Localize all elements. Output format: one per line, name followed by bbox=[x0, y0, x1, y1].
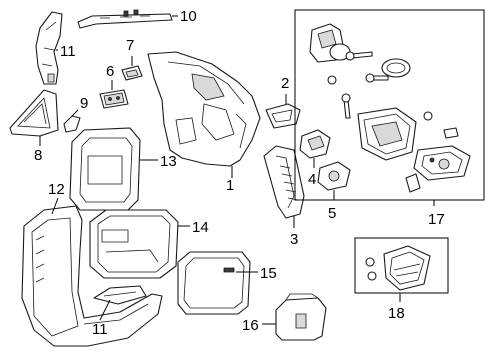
callout-5: 5 bbox=[328, 205, 336, 222]
part-11-pillar-trim: 11 bbox=[35, 11, 76, 85]
part-13-bezel: 13 bbox=[69, 127, 177, 211]
part-15-access-door: 15 bbox=[177, 251, 277, 315]
part-16-case: 16 bbox=[242, 293, 327, 341]
part-10-upper-trim: 10 bbox=[77, 8, 197, 29]
part-8-quarter-trim: 8 bbox=[9, 89, 59, 164]
callout-9: 9 bbox=[80, 95, 88, 112]
part-14-storage-panel: 14 bbox=[89, 209, 209, 279]
callout-14: 14 bbox=[192, 219, 209, 236]
callout-16: 16 bbox=[242, 317, 259, 334]
callout-11: 11 bbox=[60, 43, 76, 60]
callout-7: 7 bbox=[126, 37, 134, 54]
callout-18: 18 bbox=[388, 305, 405, 322]
part-9-clip: 9 bbox=[63, 95, 88, 133]
part-4-switch: 4 bbox=[299, 129, 331, 188]
part-18-bin-box: 18 bbox=[354, 237, 449, 322]
callout-2: 2 bbox=[281, 75, 289, 92]
part-7-bracket: 7 bbox=[121, 37, 143, 81]
callout-4: 4 bbox=[308, 171, 316, 188]
part-2-vent: 2 bbox=[265, 75, 301, 129]
assembly-18-frame bbox=[354, 237, 449, 294]
callout-12: 12 bbox=[48, 181, 65, 198]
callout-1: 1 bbox=[226, 177, 234, 194]
callout-6: 6 bbox=[106, 63, 114, 80]
callout-15: 15 bbox=[260, 265, 277, 282]
callout-17: 17 bbox=[428, 211, 445, 228]
part-17-assembly-box: 17 bbox=[294, 9, 485, 228]
part-1-quarter-panel: 1 bbox=[147, 51, 261, 194]
callout-11b: 11 bbox=[92, 321, 108, 338]
callout-13: 13 bbox=[160, 153, 177, 170]
part-3-vent-strip: 3 bbox=[263, 145, 305, 248]
part-6-connector: 6 bbox=[99, 63, 129, 109]
part-12-lower-trim: 12 bbox=[21, 181, 163, 347]
part-11b-lower-strip: 11 bbox=[92, 285, 147, 338]
callout-3: 3 bbox=[290, 231, 298, 248]
assembly-17-frame bbox=[294, 9, 485, 201]
callout-8: 8 bbox=[34, 147, 42, 164]
callout-10: 10 bbox=[180, 8, 197, 25]
part-5-outlet: 5 bbox=[317, 161, 351, 222]
